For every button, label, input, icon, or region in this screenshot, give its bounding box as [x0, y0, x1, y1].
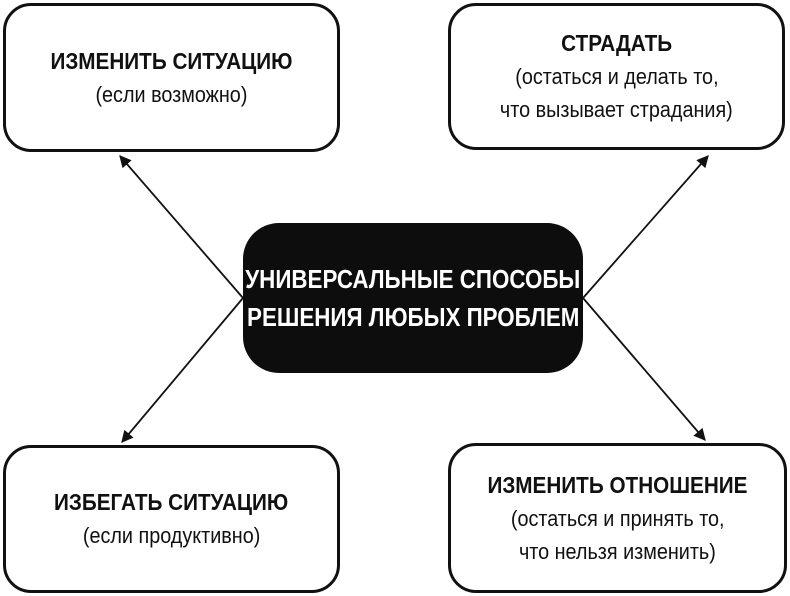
node-suffer-subtitle-line2: что вызывает страдания) [500, 97, 733, 122]
node-change-situation-subtitle: (если возможно) [95, 81, 248, 107]
node-avoid-situation-title: ИЗБЕГАТЬ СИТУАЦИЮ [54, 489, 289, 515]
node-avoid-situation: ИЗБЕГАТЬ СИТУАЦИЮ (если продуктивно) [3, 445, 340, 593]
arrow-center-to-top-right [582, 155, 709, 299]
node-suffer-title: СТРАДАТЬ [561, 30, 672, 56]
node-universal-methods-line2: РЕШЕНИЯ ЛЮБЫХ ПРОБЛЕМ [246, 302, 580, 332]
node-universal-methods-line1: УНИВЕРСАЛЬНЫЕ СПОСОБЫ [245, 264, 581, 294]
node-suffer: СТРАДАТЬ (остаться и делать то, что вызы… [448, 3, 785, 150]
node-universal-methods: УНИВЕРСАЛЬНЫЕ СПОСОБЫ РЕШЕНИЯ ЛЮБЫХ ПРОБ… [243, 223, 583, 373]
arrow-center-to-bottom-right [582, 297, 706, 441]
arrow-center-to-top-left [119, 155, 244, 299]
arrow-center-to-bottom-left [121, 297, 244, 443]
node-change-attitude-subtitle-line1: (остаться и принять то, [510, 505, 725, 531]
node-change-attitude-subtitle-line2: что нельзя изменить) [519, 538, 716, 564]
node-change-situation: ИЗМЕНИТЬ СИТУАЦИЮ (если возможно) [3, 3, 340, 152]
node-avoid-situation-subtitle: (если продуктивно) [82, 523, 261, 548]
node-suffer-subtitle-line1: (остаться и делать то, [514, 64, 719, 89]
node-change-situation-title: ИЗМЕНИТЬ СИТУАЦИЮ [50, 47, 293, 74]
node-change-attitude: ИЗМЕНИТЬ ОТНОШЕНИЕ (остаться и принять т… [448, 443, 787, 593]
node-change-attitude-title: ИЗМЕНИТЬ ОТНОШЕНИЕ [487, 471, 748, 498]
